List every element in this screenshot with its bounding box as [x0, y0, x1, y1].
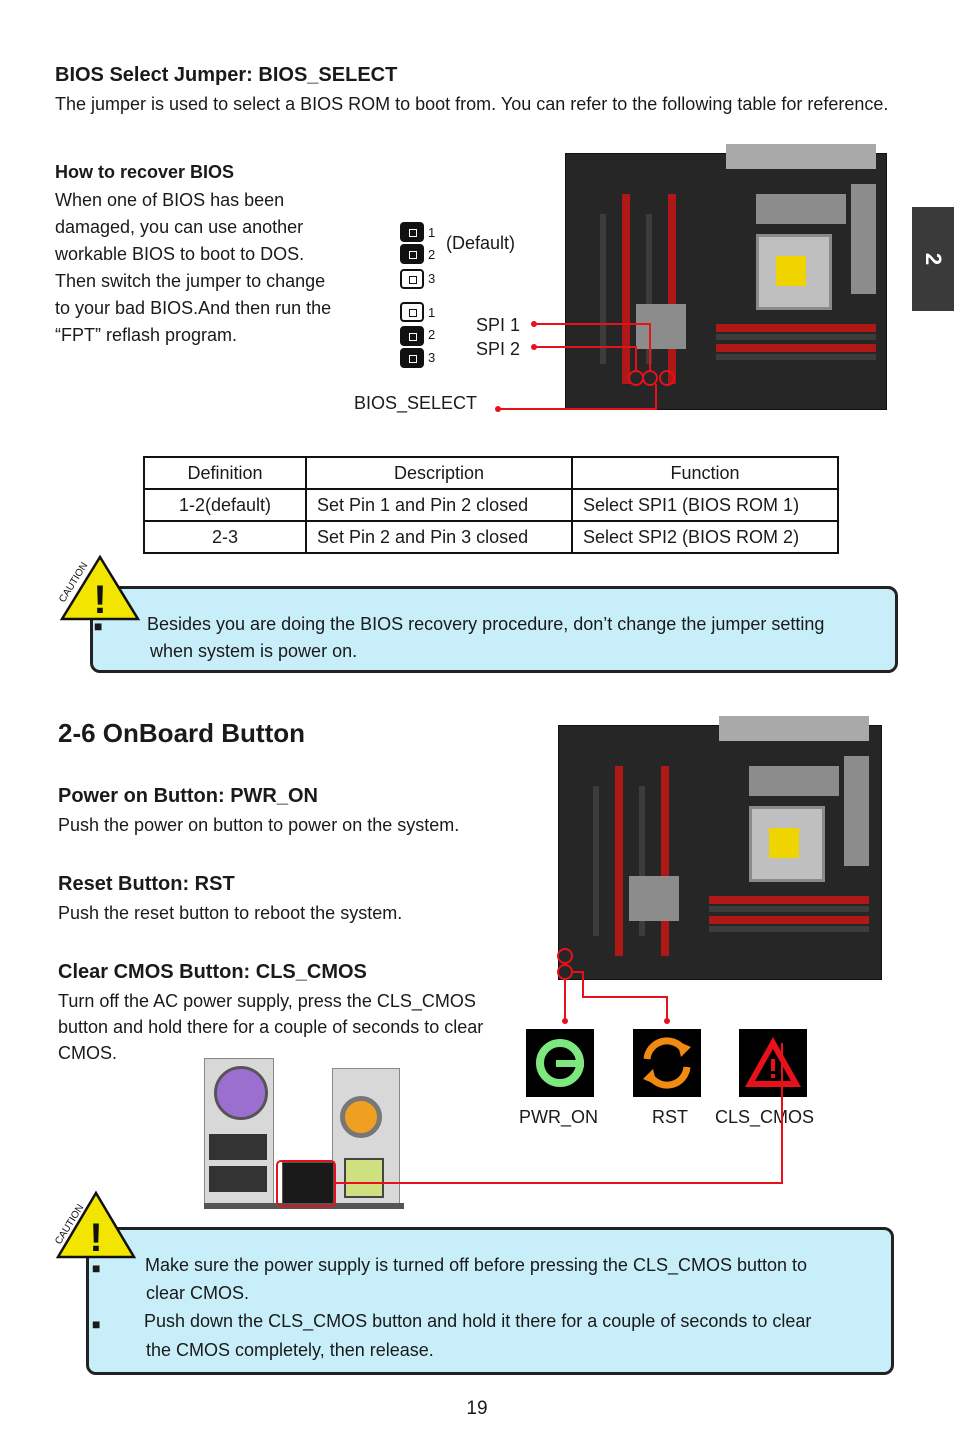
- default-label: (Default): [446, 233, 516, 253]
- bios-intro: The jumper is used to select a BIOS ROM …: [55, 94, 889, 114]
- table-row: 2-3 Set Pin 2 and Pin 3 closed Select SP…: [143, 520, 839, 554]
- caution2-item2-line2: the CMOS completely, then release.: [146, 1340, 434, 1360]
- pwr-label: PWR_ON: [519, 1107, 599, 1127]
- caution2-item2-line1: Push down the CLS_CMOS button and hold i…: [144, 1311, 812, 1331]
- jumper-pin: [400, 348, 424, 368]
- jumper-pin: [400, 326, 424, 346]
- caution2-item1-line2: clear CMOS.: [146, 1283, 250, 1303]
- cls-heading: Clear CMOS Button: CLS_CMOS: [58, 961, 367, 983]
- spi2-label: SPI 2: [476, 339, 521, 359]
- svg-text:!: !: [89, 1216, 102, 1260]
- bios-callout-lines: [495, 321, 675, 412]
- jumper-diagram: 1 2 3 1 2 3: [400, 222, 460, 372]
- caution1-line1: Besides you are doing the BIOS recovery …: [147, 614, 825, 634]
- motherboard-image: [565, 144, 887, 410]
- cls-label: CLS_CMOS: [715, 1107, 815, 1127]
- jumper-definition-table: Definition Description Function 1-2(defa…: [143, 456, 839, 554]
- caution1-line2: when system is power on.: [150, 641, 358, 661]
- pwr-heading: Power on Button: PWR_ON: [58, 785, 318, 807]
- rst-label: RST: [652, 1107, 688, 1127]
- pwr-text: Push the power on button to power on the…: [58, 815, 460, 835]
- jumper-pin: [400, 302, 424, 322]
- reset-icon: [633, 1029, 701, 1097]
- chapter-tab: 2: [912, 207, 954, 311]
- rear-io-image: [204, 1058, 404, 1209]
- button-callout-lines: [276, 948, 783, 1207]
- caution-box: [86, 1227, 894, 1375]
- jumper-pin: [400, 269, 424, 289]
- recover-heading: How to recover BIOS: [55, 162, 235, 182]
- jumper-pin: [400, 244, 424, 264]
- caution-warning-icon: ! CAUTION: [57, 554, 141, 622]
- section-heading: 2-6 OnBoard Button: [58, 718, 305, 748]
- warning-triangle-icon: [739, 1029, 807, 1097]
- bios-select-label: BIOS_SELECT: [354, 393, 478, 413]
- caution-warning-icon: ! CAUTION: [53, 1190, 137, 1260]
- jumper-pin: [400, 222, 424, 242]
- cls-text: Turn off the AC power supply, press the …: [58, 991, 484, 1063]
- spi1-label: SPI 1: [476, 315, 521, 335]
- motherboard-image: [558, 716, 882, 980]
- bios-select-heading: BIOS Select Jumper: BIOS_SELECT: [55, 64, 398, 86]
- rst-text: Push the reset button to reboot the syst…: [58, 903, 403, 923]
- table-header-row: Definition Description Function: [143, 456, 839, 490]
- rst-heading: Reset Button: RST: [58, 873, 235, 895]
- recover-text: When one of BIOS has been damaged, you c…: [55, 190, 332, 345]
- page-number: 19: [466, 1398, 488, 1419]
- table-row: 1-2(default) Set Pin 1 and Pin 2 closed …: [143, 488, 839, 522]
- caution2-item1-line1: Make sure the power supply is turned off…: [145, 1255, 808, 1275]
- caution-box: [90, 586, 898, 673]
- svg-text:!: !: [93, 578, 106, 622]
- power-icon: [526, 1029, 594, 1097]
